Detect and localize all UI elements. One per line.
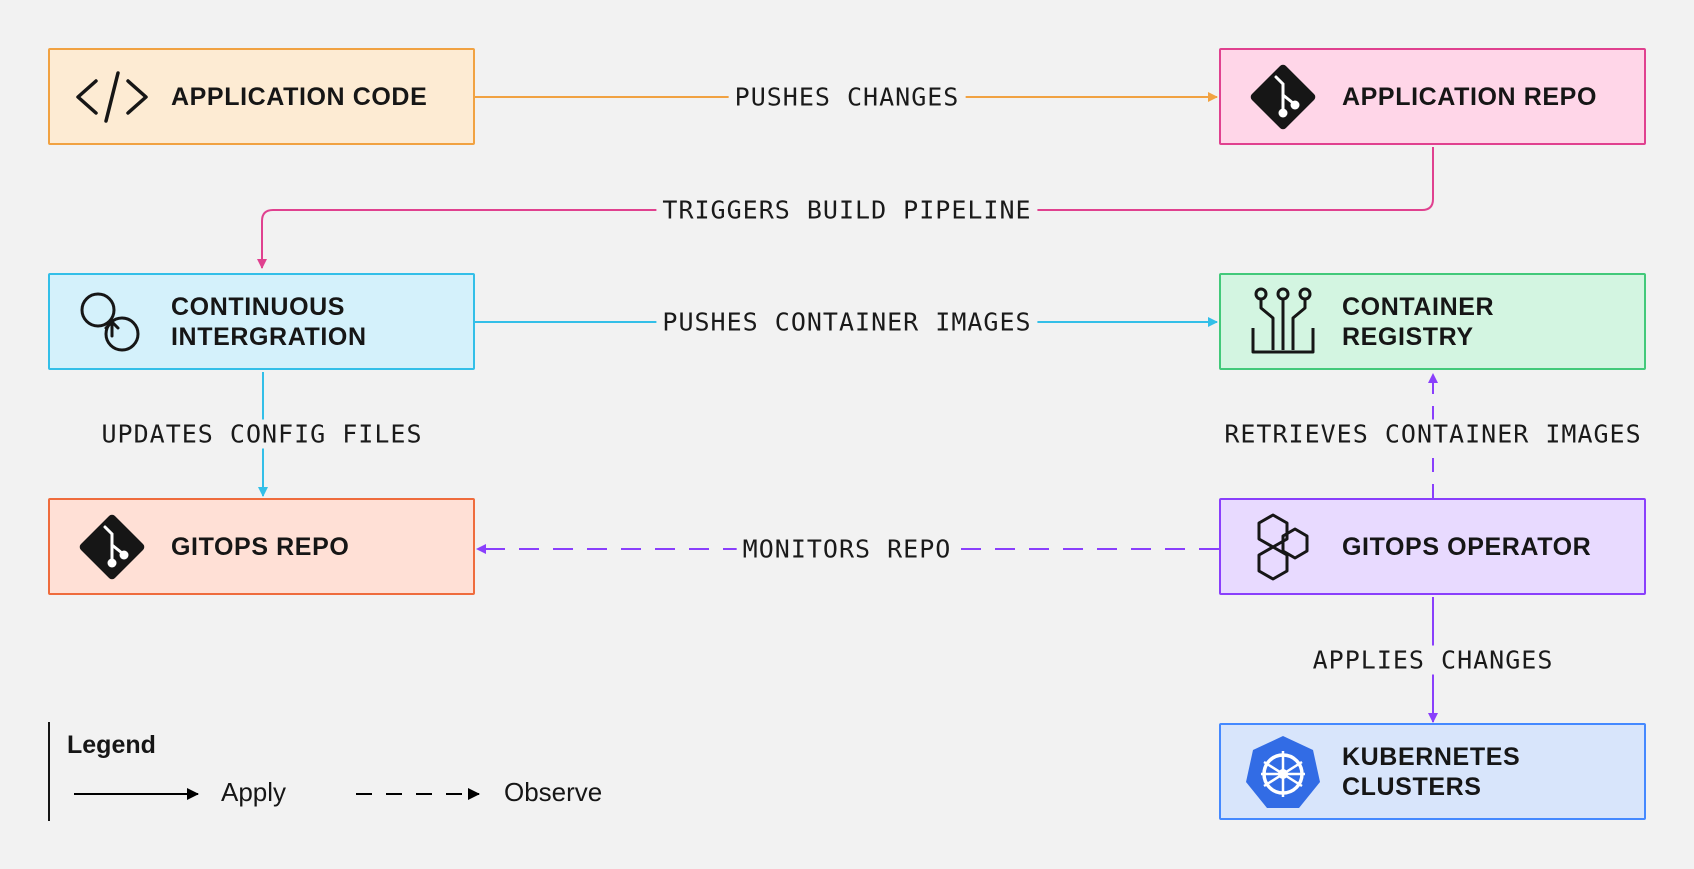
node-label-line1: CONTINUOUS <box>171 292 346 321</box>
label-retrieves-images: RETRIEVES CONTAINER IMAGES <box>1218 419 1648 449</box>
node-label-line2: CLUSTERS <box>1342 772 1482 801</box>
git-icon <box>1243 64 1323 130</box>
label-triggers-build: TRIGGERS BUILD PIPELINE <box>656 195 1038 225</box>
node-label: GITOPS REPO <box>171 532 350 561</box>
git-icon <box>72 514 152 580</box>
node-label-line2: REGISTRY <box>1342 322 1474 351</box>
continuous-integration-icon <box>72 289 152 355</box>
node-container-registry: CONTAINER REGISTRY <box>1219 273 1646 370</box>
legend-observe-label: Observe <box>504 777 603 807</box>
node-gitops-operator: GITOPS OPERATOR <box>1219 498 1646 595</box>
label-applies-changes: APPLIES CHANGES <box>1306 645 1560 675</box>
node-gitops-repo: GITOPS REPO <box>48 498 475 595</box>
node-label: GITOPS OPERATOR <box>1342 532 1592 561</box>
circuit-registry-icon <box>1243 287 1323 355</box>
hexagon-links-icon <box>1243 513 1323 581</box>
node-application-repo: APPLICATION REPO <box>1219 48 1646 145</box>
label-pushes-images: PUSHES CONTAINER IMAGES <box>656 307 1038 337</box>
label-pushes-changes: PUSHES CHANGES <box>728 82 966 112</box>
label-monitors-repo: MONITORS REPO <box>736 534 958 564</box>
legend-title: Legend <box>67 731 156 759</box>
legend-apply-label: Apply <box>221 777 287 807</box>
node-label-line2: INTERGRATION <box>171 322 367 351</box>
node-label: APPLICATION REPO <box>1342 82 1597 111</box>
kubernetes-helm-icon <box>1243 736 1323 808</box>
node-continuous-integration: CONTINUOUS INTERGRATION <box>48 273 475 370</box>
code-icon <box>72 64 152 130</box>
label-updates-config: UPDATES CONFIG FILES <box>95 419 429 449</box>
node-label: APPLICATION CODE <box>171 82 428 111</box>
node-application-code: APPLICATION CODE <box>48 48 475 145</box>
node-label-line1: CONTAINER <box>1342 292 1495 321</box>
node-kubernetes-clusters: KUBERNETES CLUSTERS <box>1219 723 1646 820</box>
node-label-line1: KUBERNETES <box>1342 742 1521 771</box>
